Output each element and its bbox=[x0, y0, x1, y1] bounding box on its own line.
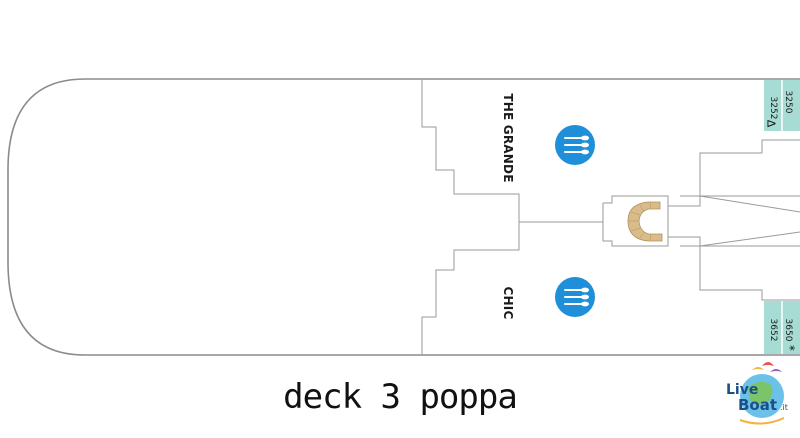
logo-word-boat: Boat bbox=[738, 396, 777, 414]
logo-suffix: .it bbox=[780, 403, 788, 412]
venue-label-chic: CHIC bbox=[501, 286, 515, 320]
deck-caption: deck 3 poppa bbox=[283, 377, 518, 417]
cabin-number: 3250 bbox=[783, 90, 793, 114]
cabin-feature-icon: * bbox=[783, 345, 797, 351]
cabin-number: 3650 bbox=[783, 318, 793, 342]
dining-icon bbox=[555, 277, 595, 317]
cabin-number: 3652 bbox=[768, 318, 778, 342]
cabin-number: 3252 bbox=[768, 96, 778, 120]
venue-label-the-grande: THE GRANDE bbox=[501, 93, 515, 183]
dining-icon bbox=[555, 125, 595, 165]
hull-outline bbox=[7, 78, 800, 356]
accessible-cabin-icon: Δ bbox=[764, 119, 778, 128]
interior-walls bbox=[421, 80, 800, 355]
staircase-steps bbox=[628, 201, 652, 242]
liveboat-logo: Live Boat .it bbox=[726, 362, 788, 425]
logo-word-live: Live bbox=[726, 382, 758, 398]
staircase bbox=[627, 201, 663, 242]
